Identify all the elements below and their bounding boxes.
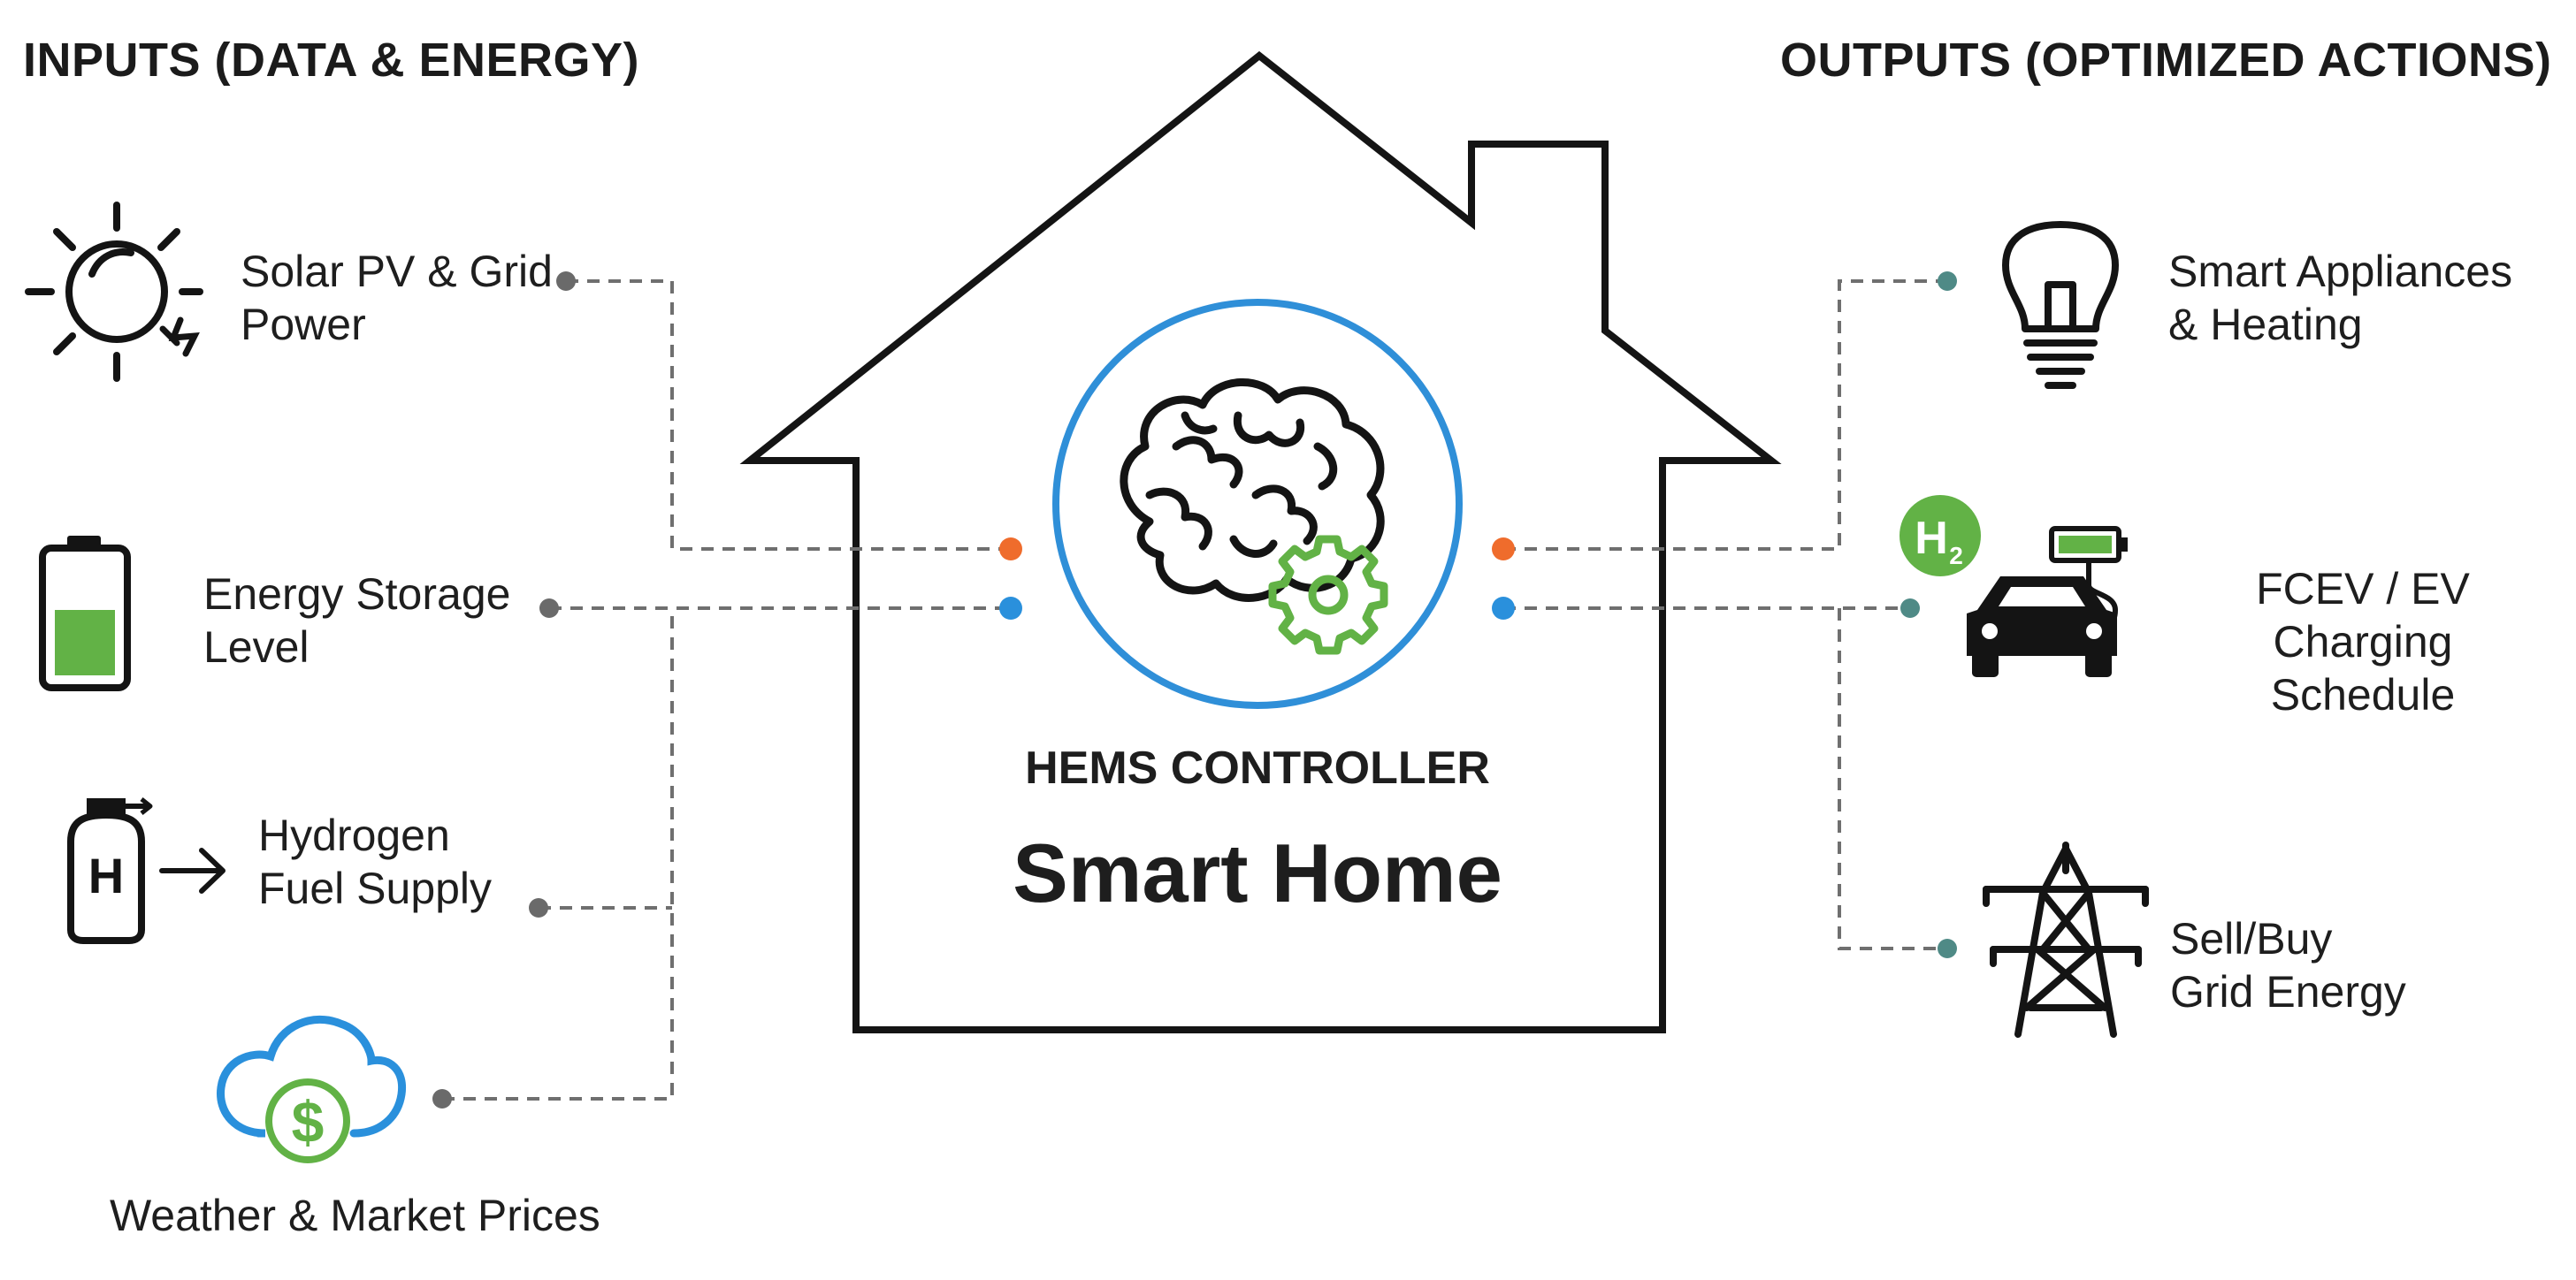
- connector-dot-orange-left: [999, 537, 1022, 560]
- connector-dot-appliances: [1938, 271, 1957, 291]
- input-label-storage-line2: Level: [203, 622, 310, 672]
- output-label-charging-line2: Schedule: [2270, 670, 2456, 720]
- input-label-solar-line2: Power: [241, 300, 366, 349]
- brain-icon: [1120, 378, 1385, 602]
- connector-dot-solar: [556, 271, 576, 291]
- input-label-storage-line1: Energy Storage: [203, 569, 511, 619]
- connector-dot-hydrogen: [529, 898, 548, 918]
- outputs-heading: OUTPUTS (OPTIMIZED ACTIONS): [1780, 34, 2552, 87]
- output-label-charging: FCEV / EV Charging Schedule: [2168, 562, 2557, 721]
- input-label-storage: Energy Storage Level: [203, 568, 510, 674]
- connector-dot-orange-right: [1492, 537, 1515, 560]
- battery-icon: [39, 536, 131, 691]
- car-charging-icon: H 2: [1900, 495, 2128, 677]
- connector-dot-blue-right: [1492, 597, 1515, 620]
- output-label-appliances: Smart Appliances & Heating: [2168, 245, 2512, 351]
- connector-appliances: [1503, 279, 1947, 551]
- connector-dot-weather: [432, 1089, 452, 1109]
- gear-icon: [1268, 535, 1388, 655]
- output-label-appliances-line1: Smart Appliances: [2168, 247, 2513, 296]
- controller-subtitle: HEMS CONTROLLER: [1025, 743, 1490, 794]
- cloud-dollar-icon: $: [217, 1015, 407, 1163]
- h2-badge-subscript: 2: [1949, 542, 1963, 569]
- output-label-grid-line2: Grid Energy: [2170, 967, 2406, 1017]
- controller-title: Smart Home: [1013, 827, 1502, 919]
- sun-icon: [25, 202, 203, 382]
- house-outline: [739, 50, 1782, 1033]
- output-label-grid-line1: Sell/Buy: [2170, 914, 2333, 964]
- input-label-hydrogen-line1: Hydrogen: [258, 811, 450, 860]
- input-label-weather: Weather & Market Prices: [110, 1189, 600, 1242]
- lightbulb-icon: [2002, 221, 2119, 389]
- hydrogen-tank-glyph: H: [88, 848, 124, 903]
- input-label-hydrogen: Hydrogen Fuel Supply: [258, 809, 492, 915]
- connector-dot-charging: [1900, 598, 1920, 618]
- input-label-solar-line1: Solar PV & Grid: [241, 247, 553, 296]
- output-label-charging-line1: FCEV / EV Charging: [2256, 564, 2470, 667]
- dollar-glyph: $: [292, 1089, 325, 1154]
- power-tower-icon: [1983, 842, 2149, 1038]
- output-connector-lines: [1503, 279, 1947, 950]
- input-label-weather-line1: Weather & Market Prices: [110, 1191, 600, 1240]
- connector-dot-blue-left: [999, 597, 1022, 620]
- connector-dot-storage: [539, 598, 559, 618]
- connector-dot-grid: [1938, 939, 1957, 958]
- controller-ring: [1052, 299, 1463, 709]
- hydrogen-tank-icon: H: [67, 797, 225, 944]
- output-label-appliances-line2: & Heating: [2168, 300, 2363, 349]
- input-label-solar: Solar PV & Grid Power: [241, 245, 553, 351]
- input-connector-lines: [442, 279, 1011, 1101]
- inputs-heading: INPUTS (DATA & ENERGY): [23, 34, 639, 87]
- h2-badge-glyph: H: [1915, 513, 1948, 564]
- connector-grid: [1838, 608, 1947, 950]
- input-label-hydrogen-line2: Fuel Supply: [258, 864, 493, 913]
- output-label-grid: Sell/Buy Grid Energy: [2170, 912, 2406, 1018]
- connector-weather: [442, 608, 674, 1101]
- connector-solar: [566, 279, 1011, 551]
